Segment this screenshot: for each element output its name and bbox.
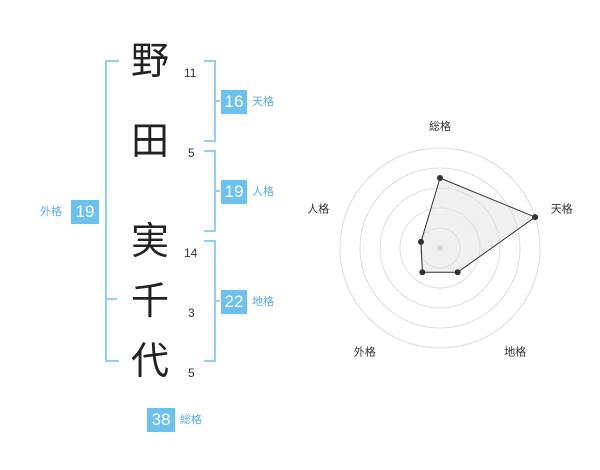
name-char-5: 代: [130, 339, 169, 383]
tenkaku-label: 天格: [252, 95, 274, 108]
jinkaku-label: 人格: [252, 185, 274, 198]
chikaku-label: 地格: [252, 295, 274, 308]
soukaku-value-badge: 38: [147, 408, 175, 432]
jinkaku-value-badge: 19: [221, 180, 247, 204]
chikaku-value-badge: 22: [221, 290, 247, 314]
gaikaku-value-badge: 19: [71, 200, 99, 224]
radar-axis-label-1: 総格: [429, 119, 451, 133]
radar-area: [420, 177, 537, 273]
jinkaku-connector: [214, 190, 220, 192]
radar-point-4: [419, 269, 426, 276]
name-char-2: 田: [130, 119, 169, 163]
tenkaku-connector: [214, 100, 220, 102]
chikaku-connector: [214, 300, 220, 302]
tenkaku-value-badge: 16: [221, 90, 247, 114]
gaikaku-label: 外格: [40, 205, 62, 218]
name-char-1: 野: [130, 39, 169, 83]
stroke-count-5: 5: [188, 366, 195, 380]
radar-points: [417, 175, 539, 276]
name-char-4: 千: [130, 279, 169, 323]
stroke-count-3: 14: [184, 246, 198, 260]
stroke-count-1: 11: [184, 66, 197, 80]
name-char-3: 実: [130, 219, 169, 263]
radar-point-1: [437, 175, 443, 181]
stroke-count-4: 3: [188, 306, 195, 320]
gaikaku-bracket-divider: [105, 298, 117, 300]
stroke-count-2: 5: [188, 146, 195, 160]
radar-point-2: [532, 214, 539, 221]
radar-axis-label-3: 地格: [504, 345, 526, 359]
radar-ring-4: [359, 167, 521, 329]
radar-axis-label-5: 人格: [307, 201, 329, 215]
soukaku-label: 総格: [180, 413, 202, 426]
radar-axis-label-2: 天格: [551, 201, 573, 215]
radar-ring-5: [339, 147, 541, 349]
radar-point-3: [454, 269, 461, 276]
radar-point-5: [417, 238, 424, 245]
radar-axis-label-4: 外格: [354, 345, 376, 359]
gaikaku-bracket: [105, 60, 119, 362]
